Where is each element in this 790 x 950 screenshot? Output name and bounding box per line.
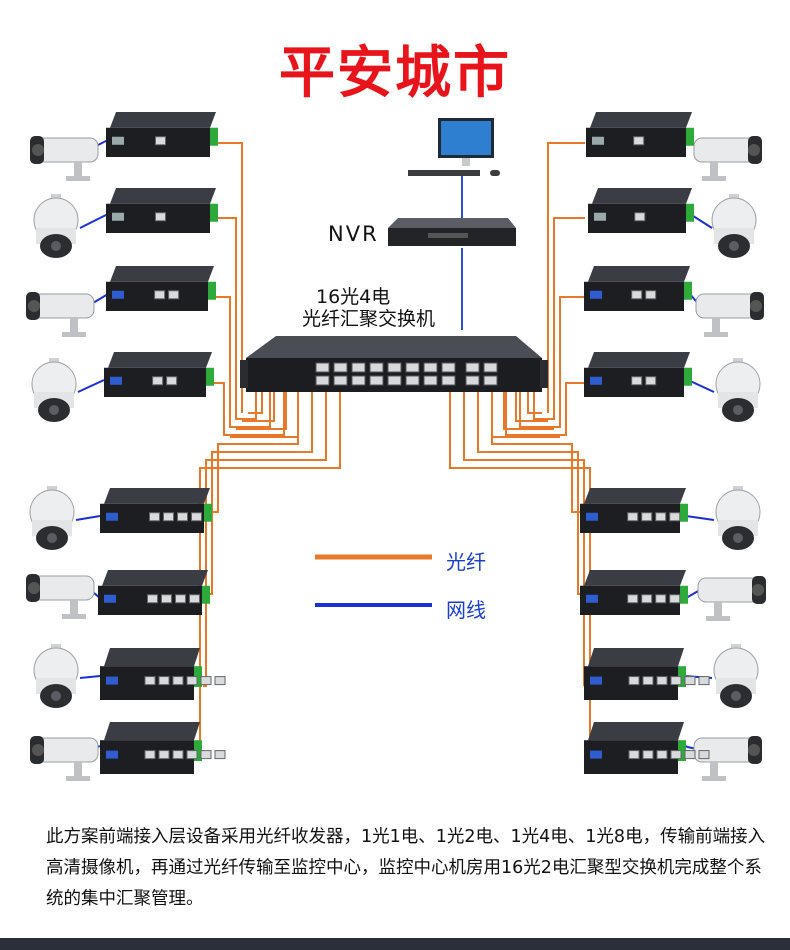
nvr-icon — [388, 218, 516, 246]
bullet-camera-icon — [26, 292, 95, 337]
media-converter-icon — [584, 722, 710, 774]
media-converter-icon — [100, 488, 212, 533]
fiber-line-inner — [230, 390, 299, 438]
fiber-lines — [199, 142, 591, 757]
dome-camera-icon — [715, 486, 761, 550]
media-converter-icon — [580, 488, 688, 533]
bullet-camera-icon — [693, 136, 762, 181]
fiber-line-left — [213, 142, 243, 413]
legend-fiber-label: 光纤 — [446, 550, 486, 574]
fiber-line-right — [533, 217, 585, 420]
media-converter-icon — [106, 112, 218, 157]
fiber-line-right — [505, 382, 585, 436]
ethernet-link — [685, 515, 715, 521]
ethernet-link — [79, 675, 101, 679]
media-converter-icon — [106, 188, 218, 233]
media-converter-icon — [98, 570, 210, 615]
media-converter-icon — [586, 112, 694, 157]
fiber-line-left — [203, 390, 327, 687]
fiber-line-inner — [491, 390, 560, 438]
ethernet-link — [687, 379, 715, 393]
bullet-camera-icon — [697, 576, 766, 621]
dome-camera-icon — [29, 486, 75, 550]
fiber-line-inner — [515, 390, 548, 422]
footer-bar — [0, 938, 790, 950]
fiber-line-inner — [236, 390, 287, 430]
switch-label-line1: 16光4电 — [316, 286, 391, 308]
nvr-label: NVR — [328, 222, 379, 246]
dome-camera-icon — [715, 358, 761, 422]
ethernet-link — [77, 379, 105, 393]
ethernet-link — [75, 515, 101, 521]
bullet-camera-icon — [30, 736, 99, 781]
dome-camera-icon — [31, 358, 77, 422]
fiber-line-inner — [527, 390, 542, 414]
media-converter-icon — [106, 266, 216, 311]
fiber-line-right — [547, 142, 585, 413]
page-title: 平安城市 — [279, 41, 511, 106]
dome-camera-icon — [33, 644, 79, 708]
media-converter-icon — [104, 352, 214, 397]
computer-icon — [408, 118, 500, 176]
fiber-line-right — [519, 296, 585, 428]
dome-camera-icon — [33, 194, 79, 258]
ethernet-link — [79, 213, 109, 229]
bullet-camera-icon — [30, 136, 99, 181]
media-converter-icon — [584, 648, 710, 700]
fiber-line-left — [208, 390, 313, 595]
fiber-line-left — [210, 382, 285, 436]
bullet-camera-icon — [695, 292, 764, 337]
media-converter-icon — [584, 352, 692, 397]
aggregation-switch-icon — [240, 336, 548, 392]
dome-camera-icon — [711, 194, 757, 258]
fiber-line-inner — [503, 390, 554, 430]
media-converter-icon — [588, 188, 694, 233]
dome-camera-icon — [713, 644, 759, 708]
fiber-line-left — [210, 296, 271, 428]
fiber-line-inner — [248, 390, 263, 414]
description-text: 此方案前端接入层设备采用光纤收发器，1光1电、1光2电、1光4电、1光8电，传输… — [46, 827, 766, 909]
fiber-line-inner — [242, 390, 275, 422]
media-converter-icon — [580, 570, 688, 615]
legend-ethernet-label: 网线 — [446, 598, 486, 622]
fiber-line-right — [477, 390, 580, 595]
switch-label-line2: 光纤汇聚交换机 — [302, 308, 436, 330]
fiber-line-left — [213, 217, 257, 420]
media-converter-icon — [100, 722, 226, 774]
bullet-camera-icon — [26, 574, 95, 619]
media-converter-icon — [584, 266, 692, 311]
media-converter-icon — [100, 648, 226, 700]
fiber-line-right — [463, 390, 585, 686]
devices — [26, 112, 766, 781]
